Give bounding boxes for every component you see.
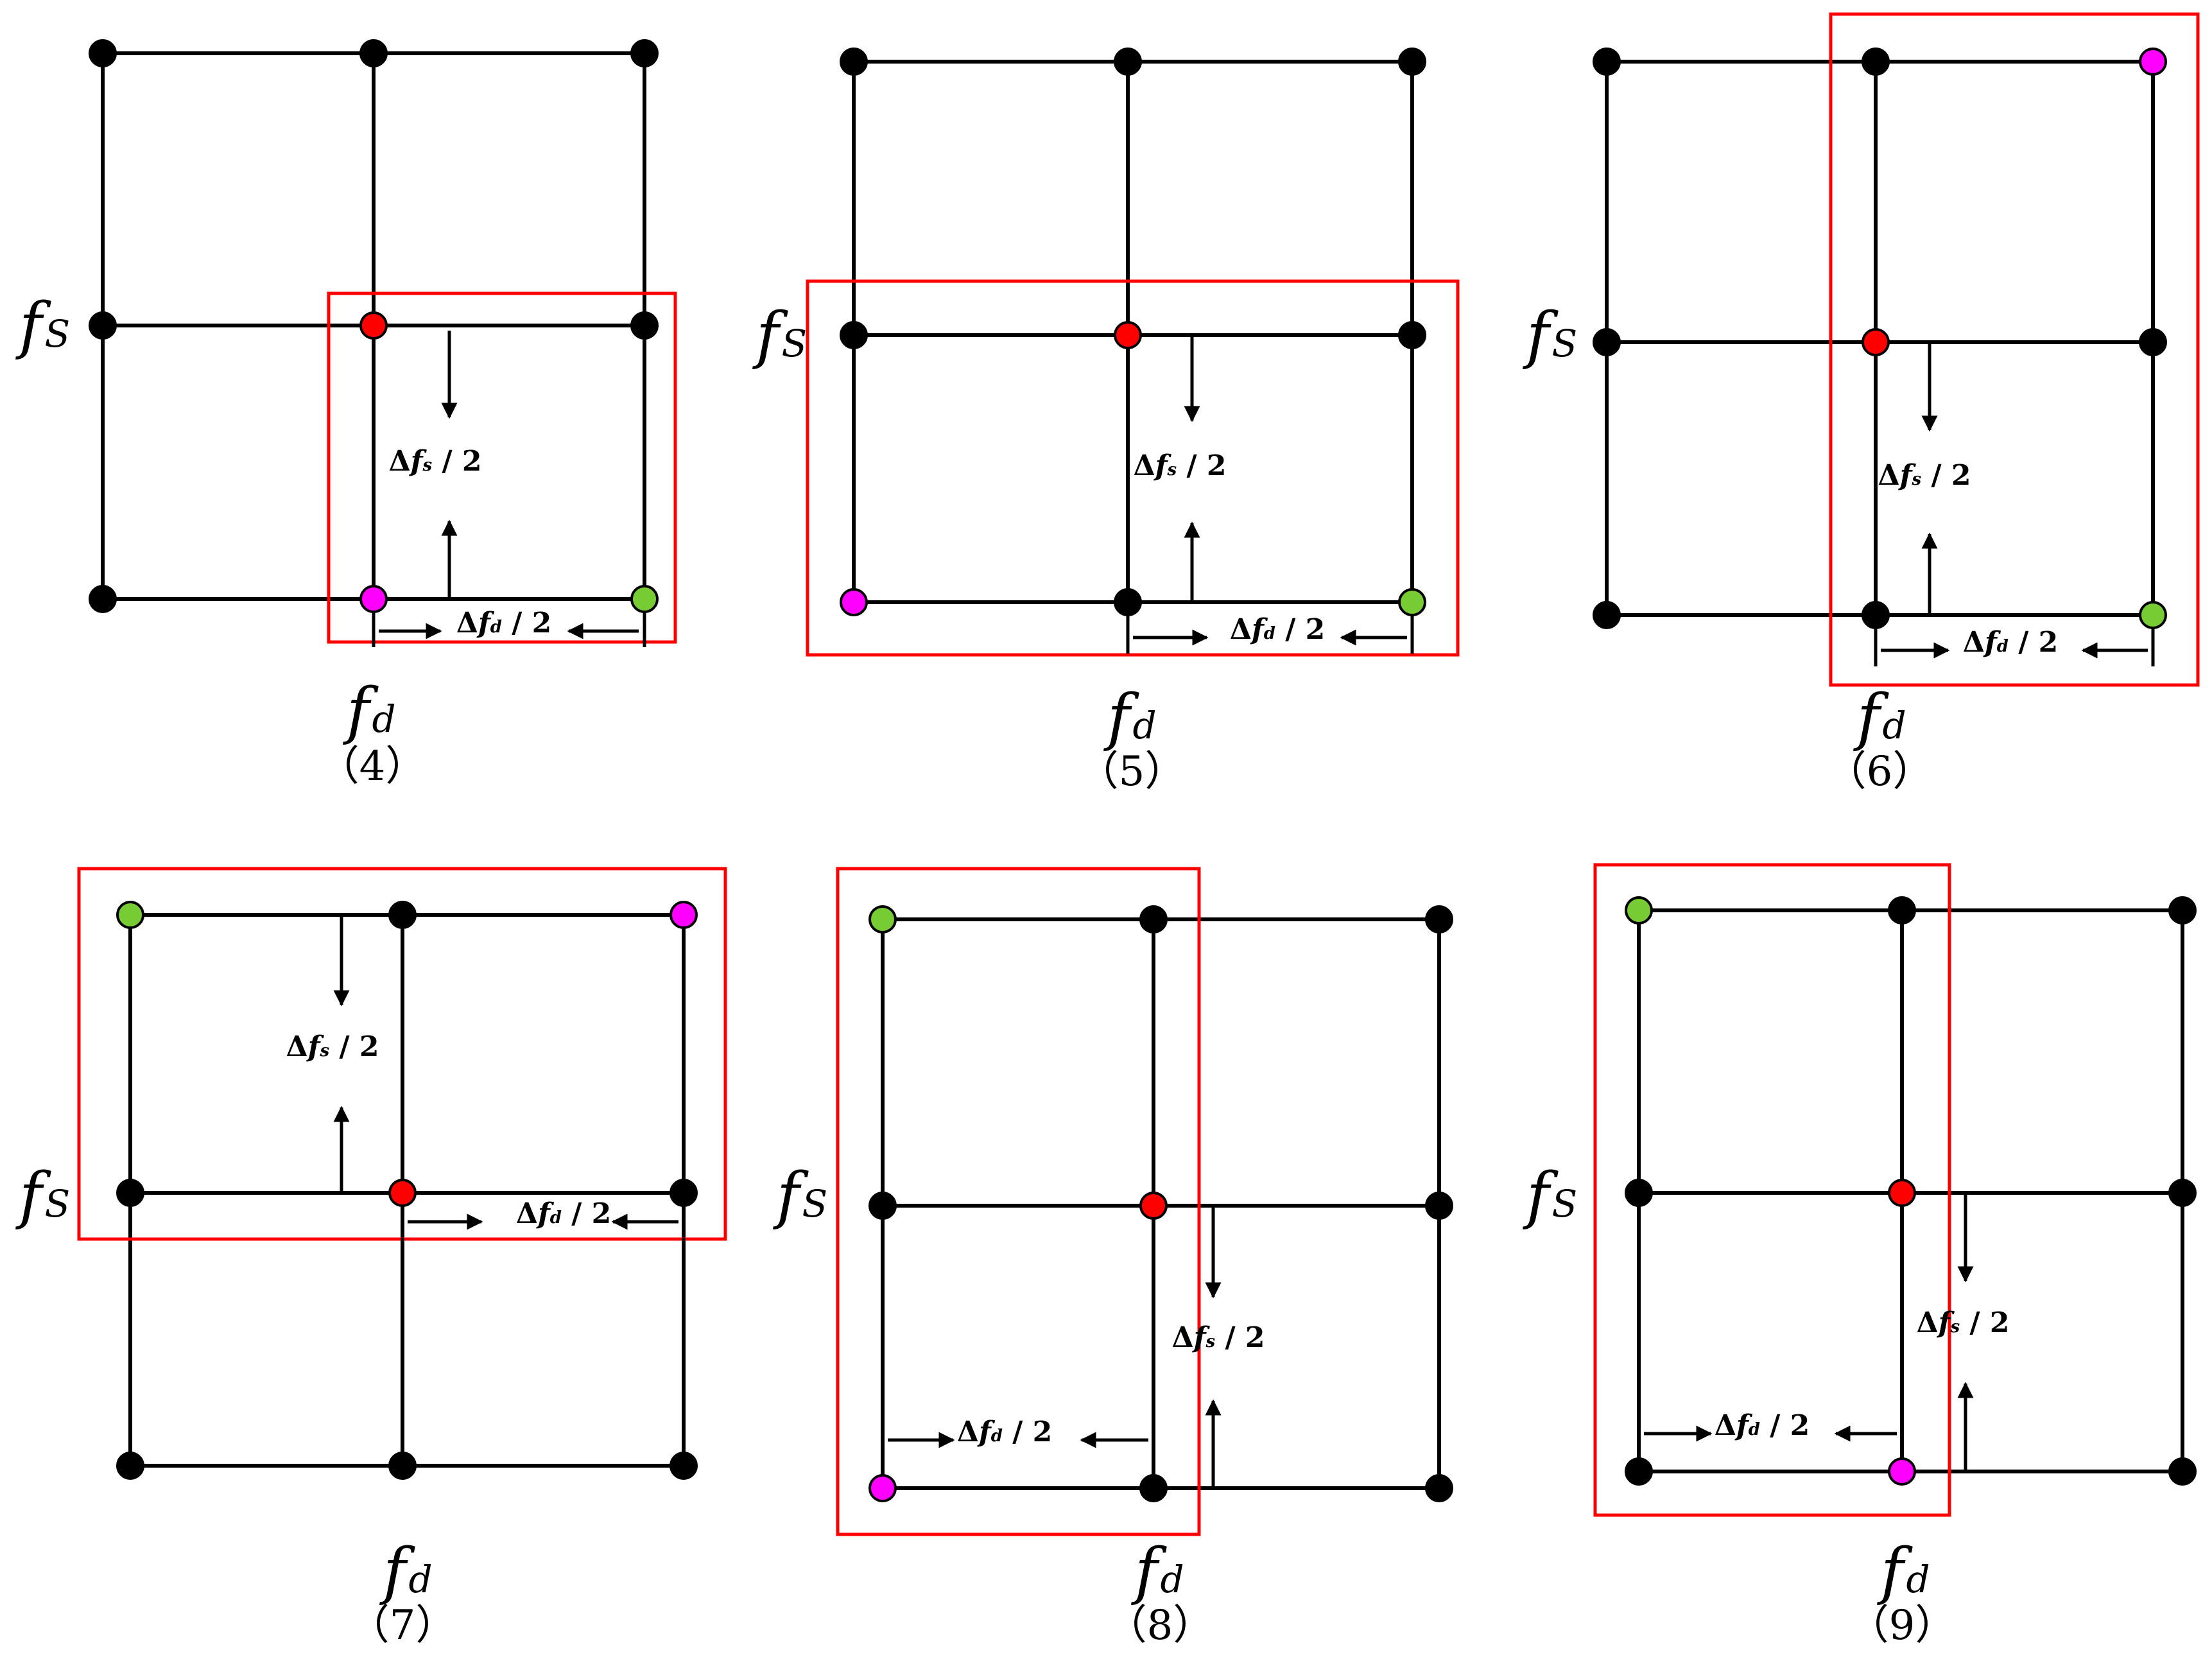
panel-caption: （8） bbox=[1106, 1602, 1214, 1649]
grid-node bbox=[1425, 1474, 1453, 1502]
delta-fs-label: Δfs / 2 bbox=[1916, 1306, 2009, 1339]
grid-node bbox=[630, 311, 659, 340]
grid-node bbox=[1593, 48, 1621, 76]
delta-fd-label: Δfd / 2 bbox=[456, 607, 552, 639]
green-node bbox=[1398, 588, 1426, 616]
magenta-node bbox=[868, 1474, 897, 1502]
fs-axis-label: fS bbox=[773, 1159, 827, 1231]
grid-node bbox=[2168, 896, 2197, 924]
center-node bbox=[359, 311, 388, 340]
grid-node bbox=[89, 311, 117, 340]
grid-node bbox=[1862, 48, 1890, 76]
green-node bbox=[2139, 601, 2167, 629]
delta-fs-label: Δfs / 2 bbox=[286, 1030, 379, 1063]
grid-node bbox=[116, 1179, 144, 1207]
grid-node bbox=[89, 39, 117, 67]
grid-node bbox=[1139, 905, 1168, 933]
fd-axis-label: fd bbox=[1103, 681, 1157, 753]
panel-6: Δfs / 2 Δfd / 2 （6） bbox=[1593, 12, 2200, 795]
fs-axis-label: fS bbox=[15, 1159, 70, 1231]
delta-fd-label: Δfd / 2 bbox=[1230, 613, 1326, 646]
magenta-node bbox=[2139, 48, 2167, 76]
delta-fs-label: Δfs / 2 bbox=[1878, 459, 1971, 492]
delta-fd-label: Δfd / 2 bbox=[1963, 626, 2059, 659]
fd-axis-label: fd bbox=[1131, 1535, 1184, 1607]
grid-node bbox=[1593, 328, 1621, 356]
grid-node bbox=[1593, 601, 1621, 629]
grid-node bbox=[388, 901, 417, 929]
magenta-node bbox=[1888, 1457, 1916, 1486]
panel-caption: （4） bbox=[318, 743, 427, 790]
grid-node bbox=[1888, 896, 1916, 924]
grid-node bbox=[388, 1452, 417, 1480]
magenta-node bbox=[670, 901, 698, 929]
fs-axis-label: fS bbox=[752, 299, 807, 371]
highlight-box bbox=[1829, 12, 2200, 687]
fd-axis-label: fd bbox=[1853, 681, 1906, 753]
grid-node bbox=[1425, 1192, 1453, 1220]
grid-node bbox=[1625, 1457, 1653, 1486]
center-node bbox=[388, 1179, 417, 1207]
panel-5: Δfs / 2 Δfd / 2 （5） bbox=[806, 48, 1460, 795]
highlight-box bbox=[327, 291, 677, 644]
grid-node bbox=[1114, 588, 1142, 616]
fd-axis-label: fd bbox=[379, 1535, 433, 1607]
grid-node bbox=[89, 585, 117, 613]
grid-node bbox=[670, 1179, 698, 1207]
grid-node bbox=[2168, 1179, 2197, 1207]
center-node bbox=[1139, 1192, 1168, 1220]
magenta-node bbox=[359, 585, 388, 613]
grid-node bbox=[1425, 905, 1453, 933]
center-node bbox=[1114, 321, 1142, 349]
panel-caption: （9） bbox=[1848, 1602, 1957, 1649]
grid-node bbox=[1398, 48, 1426, 76]
grid-node bbox=[1139, 1474, 1168, 1502]
grid-node bbox=[1114, 48, 1142, 76]
grid-node bbox=[840, 48, 868, 76]
center-node bbox=[1862, 328, 1890, 356]
grid-node bbox=[1862, 601, 1890, 629]
fs-axis-label: fS bbox=[15, 290, 70, 361]
grid-node bbox=[1625, 1179, 1653, 1207]
delta-fs-label: Δfs / 2 bbox=[388, 445, 481, 478]
green-node bbox=[868, 905, 897, 933]
grid-node bbox=[840, 321, 868, 349]
highlight-box bbox=[806, 279, 1460, 657]
fs-axis-label: fS bbox=[1523, 1159, 1577, 1231]
panel-9: Δfs / 2 Δfd / 2 （9） bbox=[1593, 863, 2197, 1649]
grid-node bbox=[1398, 321, 1426, 349]
green-node bbox=[630, 585, 659, 613]
grid-node bbox=[116, 1452, 144, 1480]
green-node bbox=[116, 901, 144, 929]
panel-7: Δfs / 2 Δfd / 2 （7） bbox=[77, 867, 727, 1649]
delta-fs-label: Δfs / 2 bbox=[1133, 449, 1226, 482]
highlight-box bbox=[1593, 863, 1951, 1517]
panel-caption: （6） bbox=[1826, 748, 1934, 795]
grid-node bbox=[630, 39, 659, 67]
grid-node bbox=[2168, 1457, 2197, 1486]
magenta-node bbox=[840, 588, 868, 616]
highlight-box bbox=[836, 867, 1201, 1536]
delta-fd-label: Δfd / 2 bbox=[1715, 1409, 1810, 1442]
panel-caption: （5） bbox=[1078, 748, 1186, 795]
center-node bbox=[1888, 1179, 1916, 1207]
fd-axis-label: fd bbox=[343, 675, 396, 747]
fs-axis-label: fS bbox=[1523, 299, 1577, 371]
delta-fs-label: Δfs / 2 bbox=[1171, 1321, 1265, 1354]
panel-4: Δfs / 2 Δfd / 2 （4） bbox=[89, 39, 677, 790]
panel-caption: （7） bbox=[349, 1602, 457, 1649]
grid-node bbox=[2139, 328, 2167, 356]
delta-fd-label: Δfd / 2 bbox=[957, 1416, 1053, 1448]
grid-node bbox=[670, 1452, 698, 1480]
grid-node bbox=[359, 39, 388, 67]
grid-node bbox=[868, 1192, 897, 1220]
green-node bbox=[1625, 896, 1653, 924]
delta-fd-label: Δfd / 2 bbox=[516, 1197, 612, 1230]
fd-axis-label: fd bbox=[1877, 1535, 1930, 1607]
panel-8: Δfs / 2 Δfd / 2 （8） bbox=[836, 867, 1453, 1649]
